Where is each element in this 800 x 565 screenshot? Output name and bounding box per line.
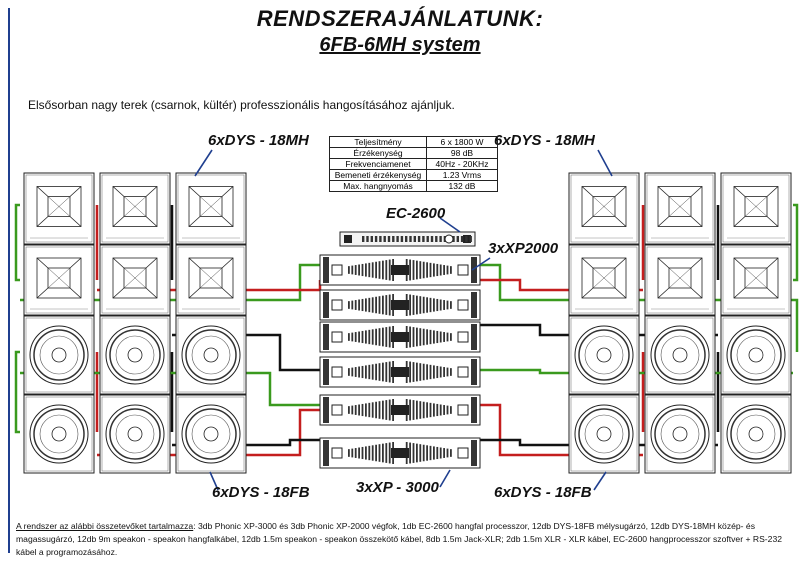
cable-green xyxy=(480,263,799,352)
spec-key: Teljesítmény xyxy=(329,136,427,148)
footer-text: : 3db Phonic XP-3000 és 3db Phonic XP-20… xyxy=(16,521,782,557)
callout-fb-left xyxy=(209,471,219,491)
mh-speaker xyxy=(99,172,171,245)
spec-value: 132 dB xyxy=(426,180,498,192)
mh-speaker xyxy=(568,172,640,245)
callout-lines xyxy=(194,149,613,491)
mh-speaker xyxy=(644,172,716,245)
cable-green xyxy=(14,350,20,434)
footer-components: A rendszer az alábbi összetevőket tartal… xyxy=(16,520,792,559)
spec-value: 6 x 1800 W xyxy=(426,136,498,148)
callout-amp-bottom xyxy=(439,469,451,488)
processor-unit xyxy=(339,231,476,247)
mh-speaker xyxy=(175,172,247,245)
callout-processor xyxy=(439,217,461,233)
mh-speaker xyxy=(23,244,95,316)
callout-mh-right xyxy=(597,149,613,177)
fb-speaker xyxy=(720,315,792,395)
fb-speaker xyxy=(644,394,716,474)
mh-speaker xyxy=(720,172,792,245)
cable-green xyxy=(793,203,799,282)
mh-speaker xyxy=(644,244,716,316)
page-subtitle: 6FB-6MH system xyxy=(319,34,481,56)
label-amp-bottom: 3xXP - 3000 xyxy=(356,479,439,496)
amplifier-unit xyxy=(319,394,481,426)
amplifier-unit xyxy=(319,356,481,388)
fb-speaker xyxy=(568,394,640,474)
cable-green xyxy=(14,203,20,282)
spec-key: Érzékenység xyxy=(329,147,427,159)
amplifier-unit xyxy=(319,321,481,353)
fb-speaker xyxy=(720,394,792,474)
amplifier-unit xyxy=(319,289,481,321)
callout-amp-top xyxy=(471,257,491,271)
spec-key: Bemeneti érzékenység xyxy=(329,169,427,181)
label-mh-left: 6xDYS - 18MH xyxy=(208,132,309,149)
fb-speaker xyxy=(23,394,95,474)
fb-speaker xyxy=(175,315,247,395)
mh-speaker xyxy=(568,244,640,316)
intro-text: Elsősorban nagy terek (csarnok, kültér) … xyxy=(28,98,455,112)
label-amp-top: 3xXP2000 xyxy=(488,240,559,257)
spec-value: 40Hz - 20KHz xyxy=(426,158,498,170)
label-fb-right: 6xDYS - 18FB xyxy=(494,484,592,501)
left-border-line xyxy=(8,8,10,553)
amplifier-unit xyxy=(319,254,481,286)
footer-lead: A rendszer az alábbi összetevőket tartal… xyxy=(16,521,194,531)
callout-fb-right xyxy=(593,471,607,491)
spec-key: Frekvenciamenet xyxy=(329,158,427,170)
equipment-rack xyxy=(319,231,481,469)
amplifier-unit xyxy=(319,437,481,469)
spec-value: 1.23 Vrms xyxy=(426,169,498,181)
speaker-stacks xyxy=(23,172,792,474)
mh-speaker xyxy=(99,244,171,316)
fb-speaker xyxy=(568,315,640,395)
spec-key: Max. hangnyomás xyxy=(329,180,427,192)
fb-speaker xyxy=(99,315,171,395)
fb-speaker xyxy=(644,315,716,395)
fb-speaker xyxy=(99,394,171,474)
mh-speaker xyxy=(175,244,247,316)
mh-speaker xyxy=(720,244,792,316)
mh-speaker xyxy=(23,172,95,245)
fb-speaker xyxy=(175,394,247,474)
label-mh-right: 6xDYS - 18MH xyxy=(494,132,595,149)
page-title: RENDSZERAJÁNLATUNK: xyxy=(256,6,544,31)
spec-value: 98 dB xyxy=(426,147,498,159)
label-fb-left: 6xDYS - 18FB xyxy=(212,484,310,501)
callout-mh-left xyxy=(194,149,213,177)
fb-speaker xyxy=(23,315,95,395)
label-processor: EC-2600 xyxy=(386,205,446,222)
